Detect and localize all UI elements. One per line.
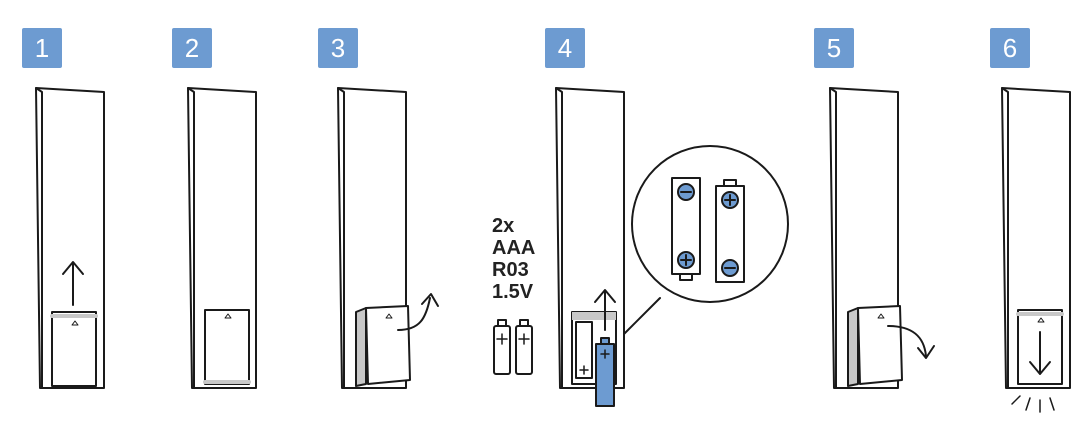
remote-step-6	[1001, 87, 1071, 389]
battery-type: AAA	[492, 237, 536, 259]
remote-step-2	[187, 87, 257, 389]
remote-step-4	[555, 87, 625, 389]
battery-voltage: 1.5V	[492, 281, 534, 303]
down-arrow-icon	[1029, 331, 1051, 375]
polarity-minus-icon	[721, 259, 739, 277]
battery-spec-text: 2x AAA R03 1.5V	[492, 215, 535, 303]
remote-step-5	[829, 87, 903, 389]
curved-arrow-icon	[397, 293, 439, 331]
step-badge-1: 1	[22, 28, 62, 68]
battery-icon	[515, 319, 533, 375]
battery-iec-code: R03	[492, 259, 529, 281]
step-badge-5: 5	[814, 28, 854, 68]
up-arrow-icon	[594, 289, 616, 331]
battery-icon	[493, 319, 511, 375]
step-badge-6: 6	[990, 28, 1030, 68]
polarity-plus-icon	[677, 251, 695, 269]
step-badge-4: 4	[545, 28, 585, 68]
up-arrow-icon	[62, 261, 84, 306]
polarity-minus-icon	[677, 183, 695, 201]
remote-step-1	[35, 87, 105, 389]
curved-arrow-icon	[887, 325, 935, 359]
step-badge-2: 2	[172, 28, 212, 68]
click-indicator-icon	[1011, 395, 1055, 413]
step-badge-3: 3	[318, 28, 358, 68]
battery-icon	[595, 337, 615, 407]
remote-step-3	[337, 87, 411, 389]
polarity-plus-icon	[721, 191, 739, 209]
polarity-detail-circle	[623, 145, 789, 335]
battery-count: 2x	[492, 215, 515, 237]
